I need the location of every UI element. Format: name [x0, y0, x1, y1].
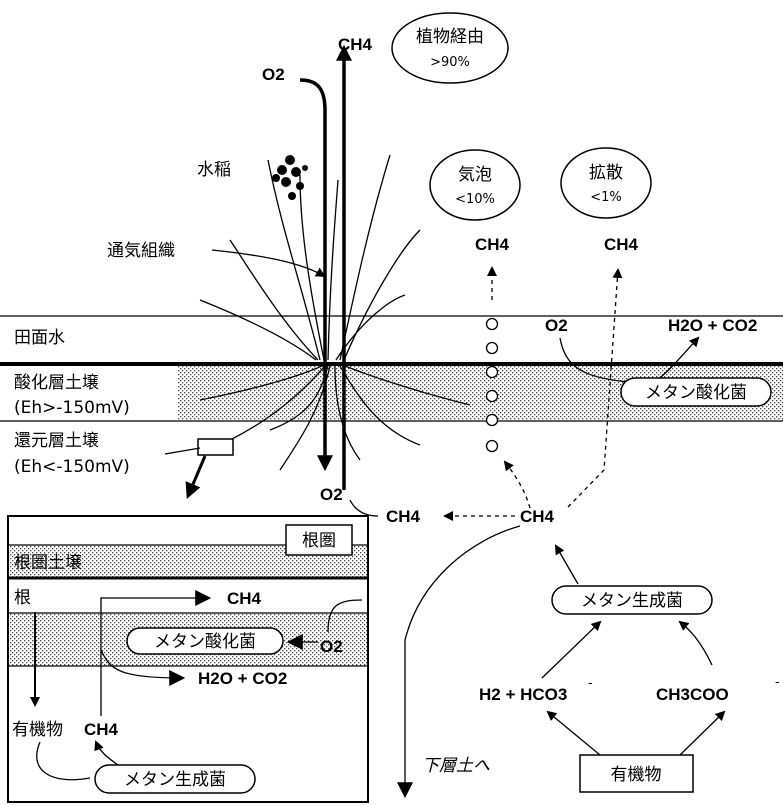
diffusion-pathway-title: 拡散: [589, 163, 623, 183]
methanogen-label: メタン生成菌: [581, 591, 683, 611]
h2-hco3-label: H2 + HCO3: [479, 685, 567, 704]
methanotroph-label: メタン酸化菌: [645, 383, 747, 403]
ch4-bubble-label: CH4: [475, 235, 510, 254]
oxidized-eh-label: (Eh>-150mV): [14, 398, 130, 418]
inset-soil-label: 根圏土壌: [14, 553, 82, 573]
zoom-arrow: [188, 456, 205, 496]
ch4-root-label: CH4: [386, 507, 421, 526]
inset-organic-label: 有機物: [12, 720, 63, 740]
rice-label: 水稲: [197, 160, 231, 180]
inset-oxidizer-label: メタン酸化菌: [154, 632, 256, 652]
plant-pathway-bubble: [392, 13, 508, 83]
rice-plant-drawing: [200, 155, 470, 470]
o2-top-label: O2: [262, 65, 285, 84]
ch4-diffusion-label: CH4: [604, 235, 639, 254]
to-lower-label: 下層土へ: [422, 756, 490, 776]
inset-root-label: 根: [14, 588, 31, 608]
diffusion-pathway-bubble: [561, 148, 651, 218]
inset-h2o-co2-label: H2O + CO2: [198, 669, 287, 688]
ch4-top-label: CH4: [338, 35, 373, 54]
o2-bottom-label: O2: [320, 485, 343, 504]
o2-water-label: O2: [545, 316, 568, 335]
plant-pathway-pct: >90%: [430, 55, 470, 70]
ch4-soil-label: CH4: [520, 507, 555, 526]
reduced-eh-label: (Eh<-150mV): [14, 457, 130, 477]
leaching-arrow: [405, 526, 520, 795]
organic-matter-label: 有機物: [611, 765, 662, 785]
oxidized-soil-label: 酸化層土壌: [14, 373, 99, 393]
ch3coo-minus-sign: -: [775, 675, 780, 690]
inset-ch4-bottom-label: CH4: [84, 720, 119, 739]
inset-methanogen-label: メタン生成菌: [124, 770, 226, 790]
inset-title: 根圏: [302, 531, 336, 551]
reduced-soil-label: 還元層土壌: [14, 431, 99, 451]
ch3coo-label: CH3COO: [656, 685, 729, 704]
diffusion-pathway-pct: <1%: [590, 190, 622, 205]
bubble-pathway-title: 気泡: [458, 165, 492, 185]
bubble-pathway-pct: <10%: [455, 192, 495, 207]
h2o-co2-label: H2O + CO2: [668, 316, 757, 335]
inset-o2-label: O2: [320, 637, 343, 656]
bubble-pathway-bubble: [430, 150, 520, 220]
hco3-minus-sign: -: [588, 676, 593, 691]
aerenchyma-label: 通気組織: [107, 241, 175, 261]
plant-pathway-title: 植物経由: [416, 27, 484, 47]
floodwater-label: 田面水: [14, 328, 65, 348]
root-zone-marker: [198, 439, 233, 455]
inset-ch4-top-label: CH4: [227, 589, 262, 608]
